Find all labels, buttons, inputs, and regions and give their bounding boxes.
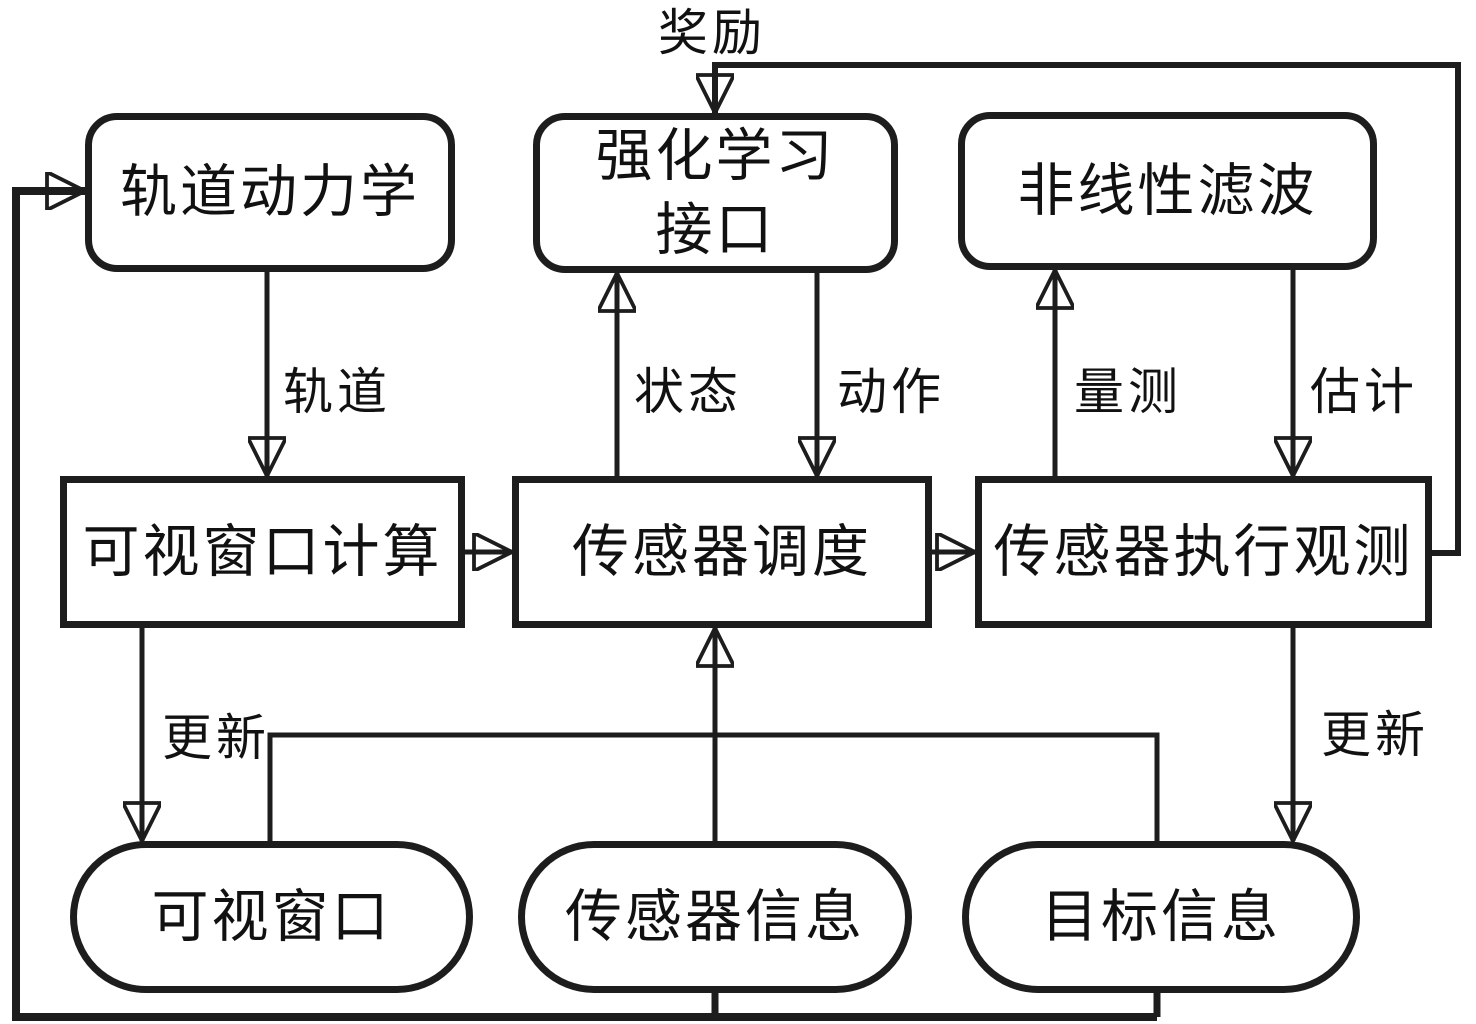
node-target-info: 目标信息: [962, 841, 1360, 993]
node-label: 传感器信息: [565, 883, 865, 950]
node-label: 非线性滤波: [1017, 157, 1318, 224]
node-label-line1: 强化学习: [595, 122, 836, 189]
edge-label-orbit: 轨道: [283, 363, 391, 421]
edge-label-update-left: 更新: [162, 709, 270, 767]
edge-label-reward: 奖励: [658, 4, 766, 62]
node-sensor-scheduling: 传感器调度: [512, 476, 932, 628]
edge-label-update-right: 更新: [1321, 706, 1429, 764]
node-label: 目标信息: [1041, 883, 1281, 950]
node-orbit-dynamics: 轨道动力学: [85, 113, 455, 272]
node-visible-window-calc: 可视窗口计算: [60, 476, 465, 628]
node-label: 传感器调度: [572, 518, 872, 585]
edge-label-measurement: 量测: [1074, 363, 1182, 421]
node-label: 可视窗口: [151, 883, 392, 950]
node-label-line2: 接口: [655, 197, 776, 263]
node-sensor-observe: 传感器执行观测: [975, 476, 1432, 628]
edge-label-estimate: 估计: [1310, 363, 1418, 421]
node-sensor-info: 传感器信息: [518, 841, 912, 993]
edge-feedback-loop: [12, 191, 1157, 1021]
edge-reward-loop: [715, 62, 1461, 556]
edge-label-state: 状态: [634, 363, 742, 421]
edge-label-action: 动作: [837, 363, 945, 421]
node-label: 可视窗口计算: [82, 518, 443, 585]
node-nonlinear-filter: 非线性滤波: [958, 112, 1377, 270]
node-rl-interface: 强化学习 接口: [533, 113, 898, 273]
node-label: 传感器执行观测: [993, 518, 1414, 585]
node-label: 轨道动力学: [120, 159, 420, 226]
node-visible-window: 可视窗口: [70, 841, 473, 993]
